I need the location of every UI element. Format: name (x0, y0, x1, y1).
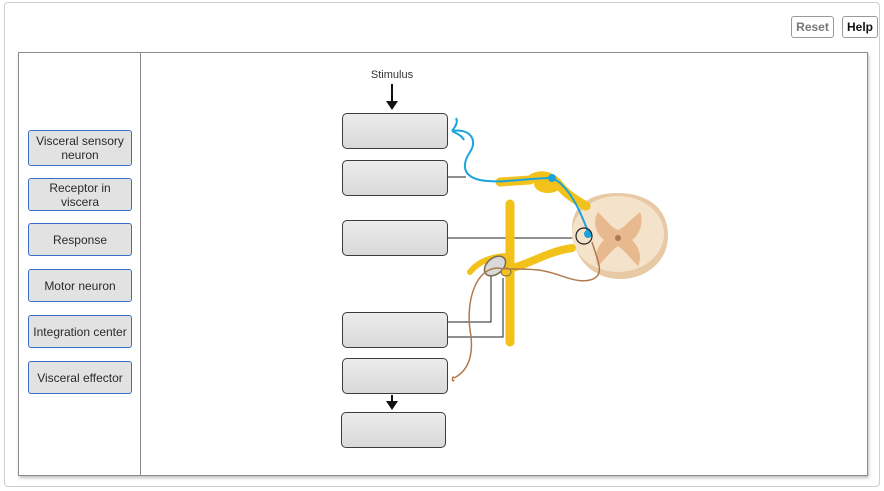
drop-target-4[interactable] (342, 312, 448, 348)
sensory-fiber-icon (451, 117, 592, 238)
leader-lines (448, 176, 588, 338)
label-motor-neuron[interactable]: Motor neuron (28, 269, 132, 302)
drop-target-1[interactable] (342, 113, 448, 149)
label-response[interactable]: Response (28, 223, 132, 256)
label-integration-center[interactable]: Integration center (28, 315, 132, 348)
drop-target-2[interactable] (342, 160, 448, 196)
stimulus-label: Stimulus (370, 69, 414, 81)
label-bank (19, 53, 141, 475)
drop-target-6[interactable] (341, 412, 446, 448)
reset-button[interactable]: Reset (791, 16, 834, 38)
integration-center-marker (575, 227, 593, 245)
response-arrow (386, 395, 398, 410)
drop-target-5[interactable] (342, 358, 448, 394)
activity-frame (4, 2, 880, 487)
motor-fiber-icon (451, 241, 600, 382)
help-button[interactable]: Help (842, 16, 878, 38)
spinal-nerve-icon (467, 171, 591, 347)
label-visceral-sensory-neuron[interactable]: Visceral sensory neuron (28, 130, 132, 166)
stimulus-arrow (386, 84, 398, 110)
drop-target-3[interactable] (342, 220, 448, 256)
label-receptor-in-viscera[interactable]: Receptor in viscera (28, 178, 132, 211)
label-visceral-effector[interactable]: Visceral effector (28, 361, 132, 394)
